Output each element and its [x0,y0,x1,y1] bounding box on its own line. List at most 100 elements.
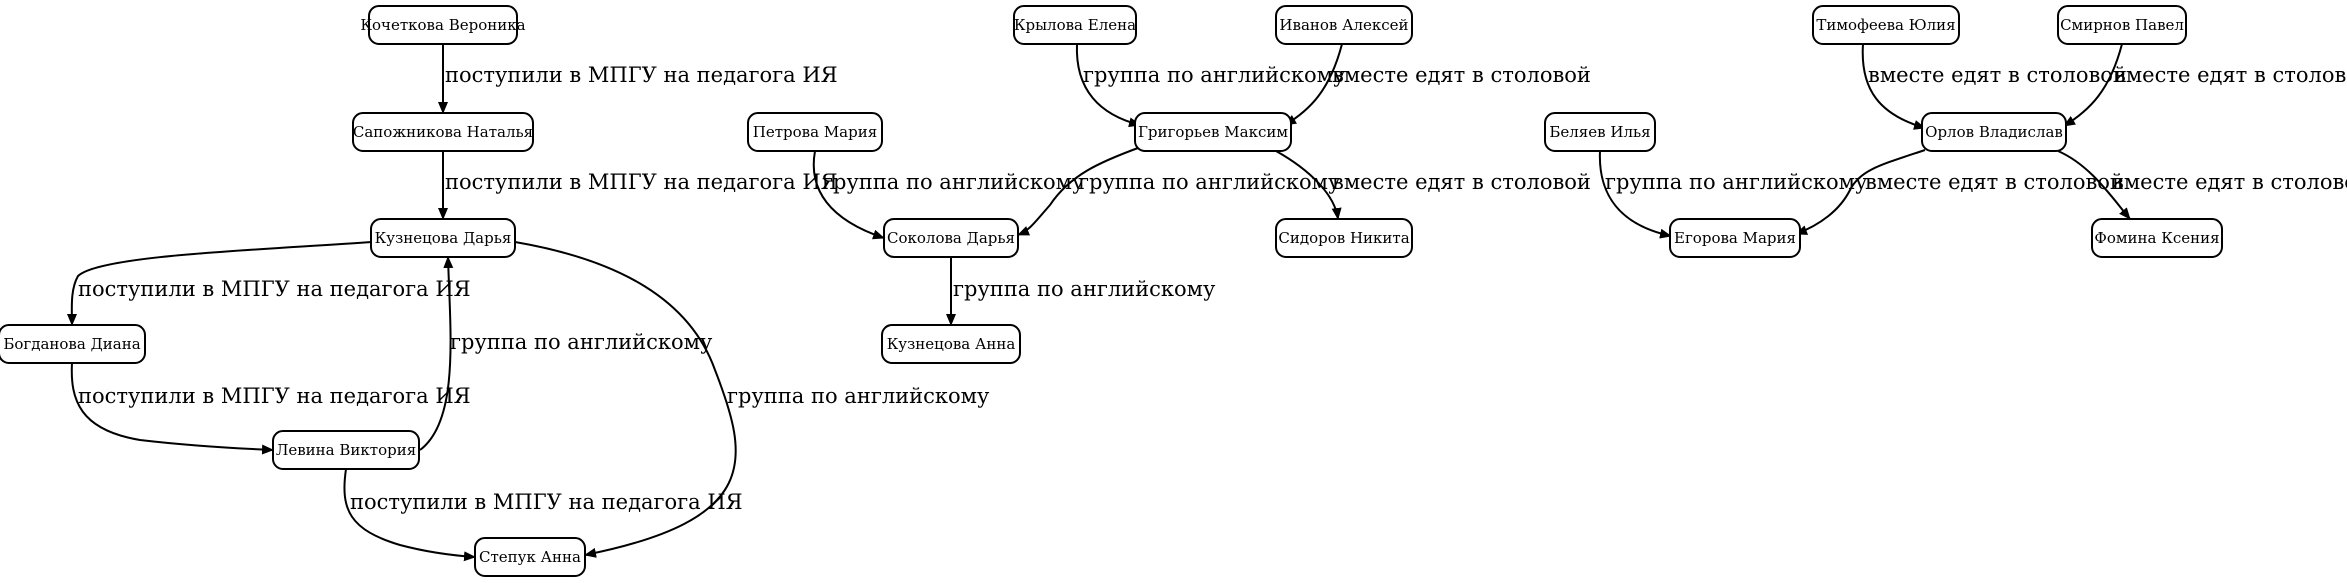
edge-line [1861,43,1926,130]
edge-label: группа по английскому [953,277,1216,301]
node-bogdanova[interactable]: Богданова Диана [0,324,146,364]
edge-grigoryev-to-sidorov: вместе едят в столовой [1275,150,1591,220]
node-box [1013,5,1137,45]
node-egorova[interactable]: Егорова Мария [1669,218,1801,258]
edge-orlov-to-fomina: вместе едят в столовой [2057,150,2347,220]
edge-grigoryev-to-sokolova: группа по английскому [1017,147,1341,236]
edge-line [2063,43,2123,127]
edge-line [1017,147,1139,236]
node-label: Тимофеева Юлия [1816,16,1955,34]
edge-label: вместе едят в столовой [1332,170,1591,194]
edge-label: поступили в МПГУ на педагога ИЯ [445,170,838,194]
node-timofeeva[interactable]: Тимофеева Юлия [1812,5,1960,45]
edge-smirnov-to-orlov: вместе едят в столовой [2063,43,2347,127]
edge-bogdanova-to-levina: поступили в МПГУ на педагога ИЯ [70,362,471,455]
node-box [368,5,518,45]
node-label: Сидоров Никита [1278,229,1409,247]
edge-line [1795,149,1926,235]
edge-line [1075,43,1141,128]
node-box [272,430,420,470]
edge-sapozhnikova-to-kuznetsova_darya: поступили в МПГУ на педагога ИЯ [438,151,838,220]
node-label: Сапожникова Наталья [353,123,533,141]
edge-kuznetsova_darya-to-bogdanova: поступили в МПГУ на педагога ИЯ [66,241,471,326]
edge-levina-to-kuznetsova_darya: группа по английскому [419,256,713,451]
node-kochetkova[interactable]: Кочеткова Вероника [360,5,526,45]
node-label: Кузнецова Дарья [375,229,512,247]
edge-label: поступили в МПГУ на педагога ИЯ [78,277,471,301]
node-box [2091,218,2223,258]
node-box [370,218,516,258]
node-sidorov[interactable]: Сидоров Никита [1275,218,1413,258]
edge-orlov-to-egorova: вместе едят в столовой [1795,149,2124,235]
edge-line [1598,150,1672,239]
node-box [1134,112,1292,152]
edge-label: группа по английскому [727,384,990,408]
edge-label: поступили в МПГУ на педагога ИЯ [350,490,743,514]
node-box [881,324,1021,364]
node-label: Беляев Илья [1549,123,1650,141]
node-box [747,112,883,152]
edge-label: вместе едят в столовой [2114,63,2347,87]
node-box [352,112,534,152]
edge-levina-to-stepuk: поступили в МПГУ на педагога ИЯ [343,468,743,562]
node-petrova[interactable]: Петрова Мария [747,112,883,152]
node-box [1544,112,1656,152]
node-smirnov[interactable]: Смирнов Павел [2057,5,2187,45]
node-label: Степук Анна [479,548,581,566]
edge-ivanov-to-grigoryev: вместе едят в столовой [1284,43,1591,126]
node-ivanov[interactable]: Иванов Алексей [1275,5,1413,45]
node-kuznetsova-anna[interactable]: Кузнецова Анна [881,324,1021,364]
edge-line [70,362,274,455]
edge-line [66,241,373,326]
node-label: Левина Виктория [276,441,416,459]
node-box [2057,5,2187,45]
node-box [1669,218,1801,258]
edge-kochetkova-to-sapozhnikova: поступили в МПГУ на педагога ИЯ [438,44,838,114]
node-box [1812,5,1960,45]
node-grigoryev[interactable]: Григорьев Максим [1134,112,1292,152]
edge-label: группа по английскому [1083,63,1346,87]
edge-belyaev-to-egorova: группа по английскому [1598,150,1868,239]
node-orlov[interactable]: Орлов Владислав [1921,112,2067,152]
edge-label: группа по английскому [1078,170,1341,194]
node-sapozhnikova[interactable]: Сапожникова Наталья [352,112,534,152]
edge-label: поступили в МПГУ на педагога ИЯ [445,63,838,87]
node-box [0,324,146,364]
node-stepuk[interactable]: Степук Анна [474,537,586,577]
node-label: Кузнецова Анна [887,335,1016,353]
edge-kuznetsova_darya-to-stepuk: группа по английскому [514,241,990,558]
node-label: Кочеткова Вероника [360,16,525,34]
edge-sokolova-to-kuznetsova_anna: группа по английскому [946,257,1216,326]
node-label: Петрова Мария [753,123,877,141]
node-kuznetsova-darya[interactable]: Кузнецова Дарья [370,218,516,258]
edge-timofeeva-to-orlov: вместе едят в столовой [1861,43,2127,130]
edge-label: группа по английскому [822,170,1085,194]
edge-line [2057,150,2131,220]
node-box [883,218,1019,258]
node-fomina[interactable]: Фомина Ксения [2091,218,2223,258]
edge-line [343,468,476,562]
node-belyaev[interactable]: Беляев Илья [1544,112,1656,152]
edge-line [812,150,885,240]
edge-line [1284,43,1343,126]
node-label: Фомина Ксения [2094,229,2219,247]
node-box [1921,112,2067,152]
node-label: Егорова Мария [1674,229,1796,247]
edge-label: группа по английскому [1605,170,1868,194]
node-label: Богданова Диана [3,335,140,353]
node-label: Смирнов Павел [2060,16,2184,34]
edge-label: вместе едят в столовой [1868,63,2127,87]
edge-line [1275,150,1342,220]
node-label: Соколова Дарья [887,229,1015,247]
node-sokolova[interactable]: Соколова Дарья [883,218,1019,258]
edges-layer: поступили в МПГУ на педагога ИЯ поступили… [66,43,2347,562]
node-label: Григорьев Максим [1138,123,1288,141]
node-levina[interactable]: Левина Виктория [272,430,420,470]
edge-petrova-to-sokolova: группа по английскому [812,150,1085,240]
node-krylova[interactable]: Крылова Елена [1013,5,1137,45]
node-label: Крылова Елена [1014,16,1136,34]
node-label: Орлов Владислав [1925,123,2063,141]
edge-label: вместе едят в столовой [1332,63,1591,87]
node-box [1275,218,1413,258]
